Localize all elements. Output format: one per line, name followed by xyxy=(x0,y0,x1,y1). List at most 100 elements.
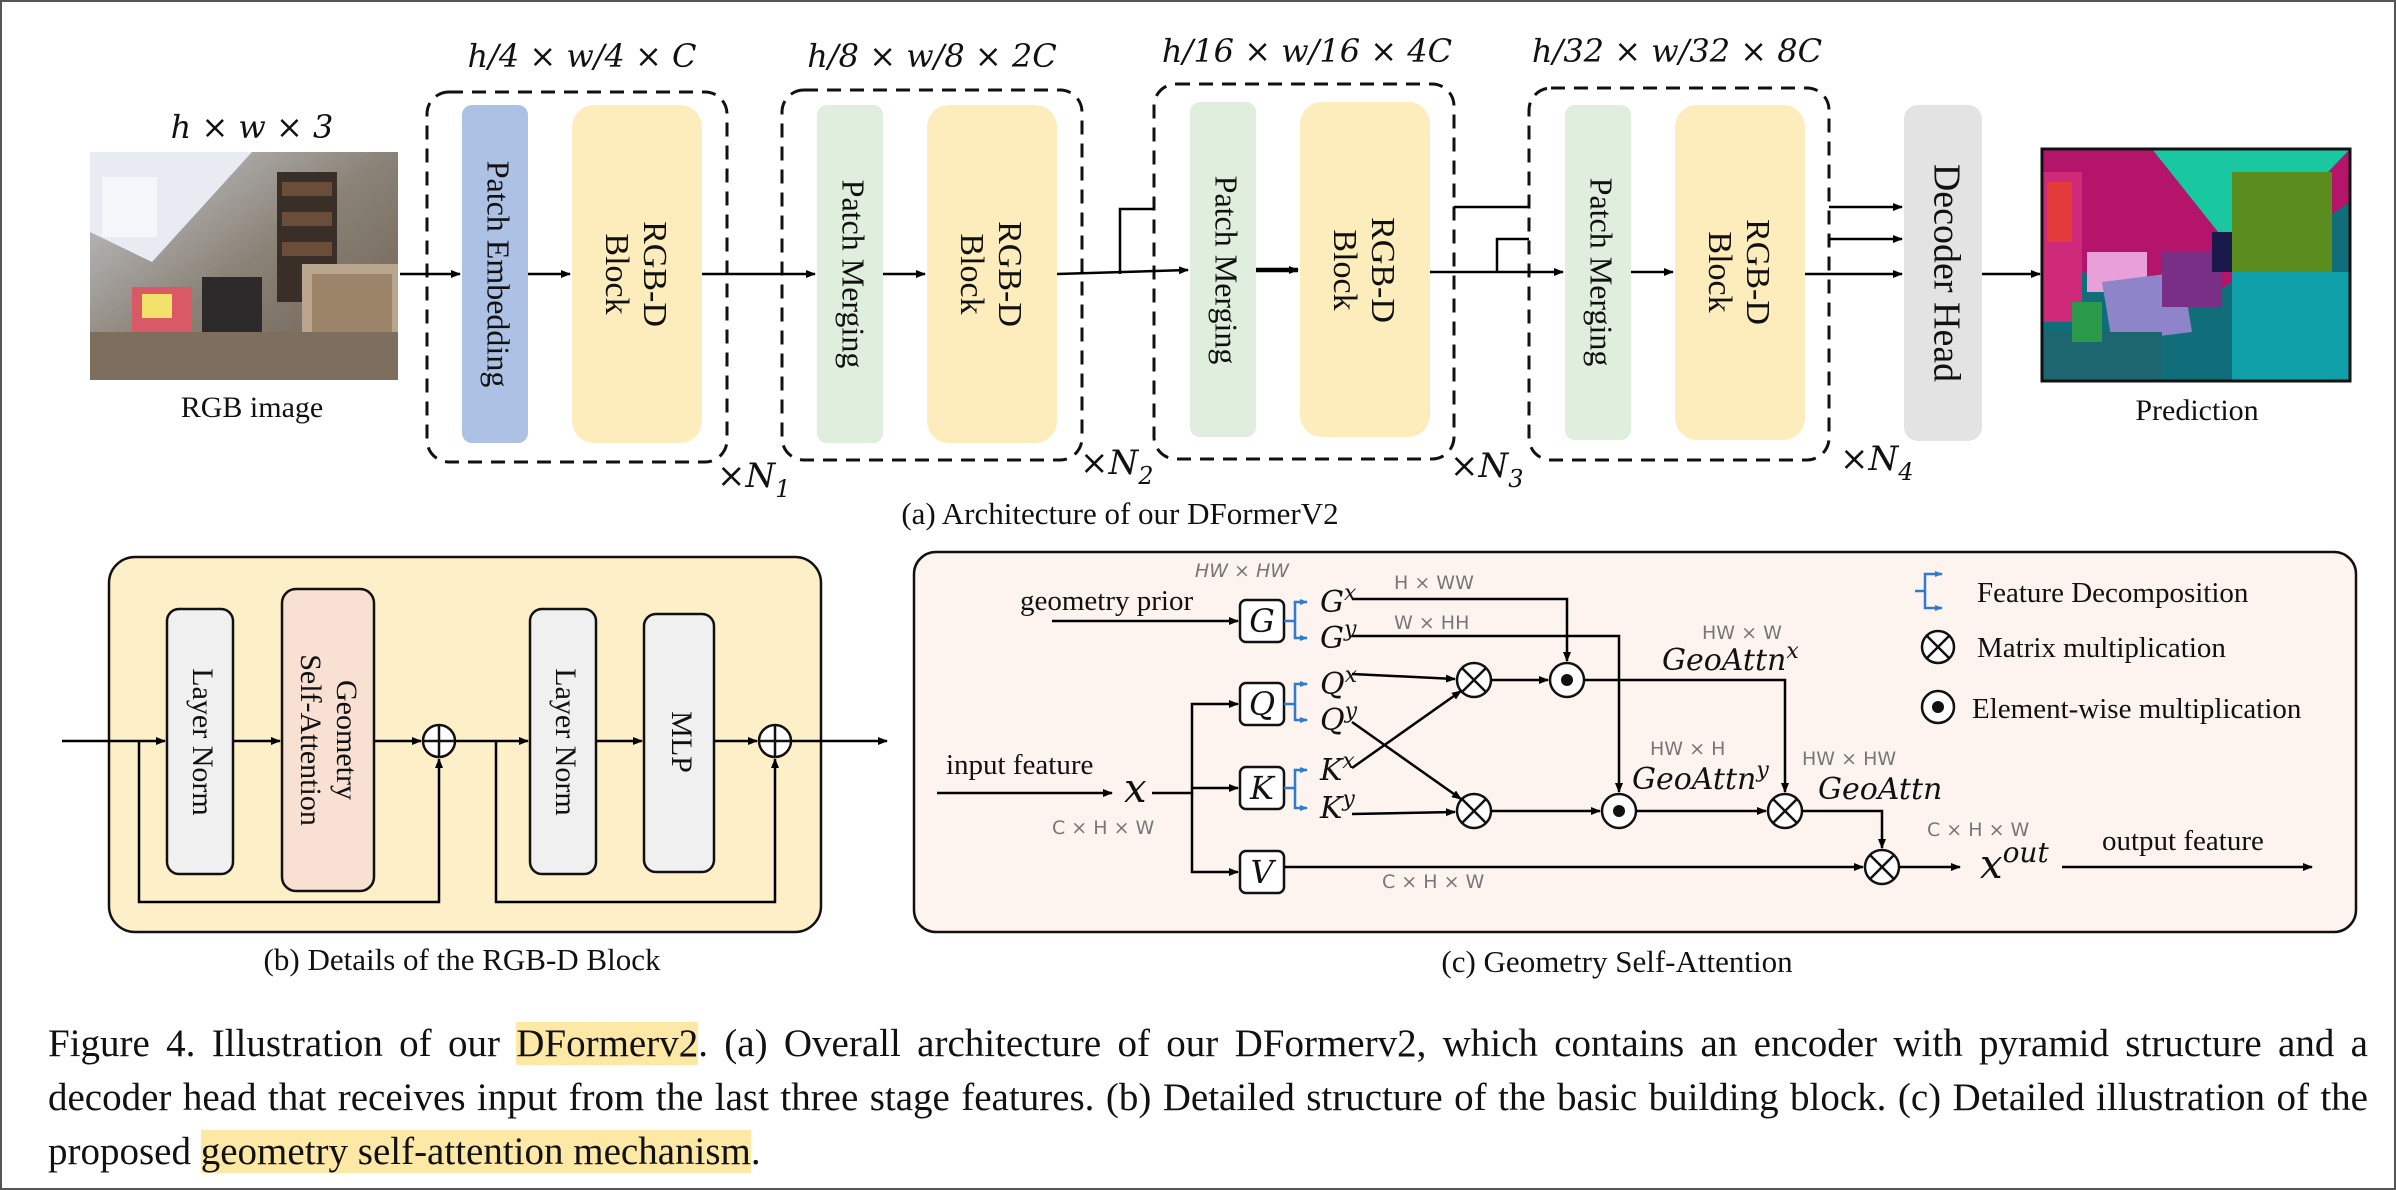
patch-embedding-label: Patch Embedding xyxy=(481,161,517,388)
stage1-box xyxy=(425,90,729,464)
panel-c-bg xyxy=(912,550,2358,934)
dim-chw-v: C × H × W xyxy=(1382,871,1485,893)
stage2-rgbd-line1: RGB-D xyxy=(991,221,1028,327)
x-label: x xyxy=(1124,766,1147,812)
stage3-dims: h/16 × w/16 × 4C xyxy=(1162,32,1452,70)
feature-decomposition-brackets xyxy=(1284,599,1308,811)
stage1-rgbd-line1: RGB-D xyxy=(636,221,673,327)
prediction-label: Prediction xyxy=(2135,394,2258,427)
caption-highlight-dformerv2: DFormerv2 xyxy=(516,1022,699,1065)
stage1-dims: h/4 × w/4 × C xyxy=(467,37,696,75)
matmul-node-bottom xyxy=(1455,792,1493,830)
legend-decomp-label: Feature Decomposition xyxy=(1977,577,2249,609)
repeat-n3: ×N3 xyxy=(1450,446,1524,493)
elementwise-node-top xyxy=(1548,661,1586,699)
v-box xyxy=(1238,849,1286,895)
matmul-node-output xyxy=(1863,848,1901,886)
gsa-arrows xyxy=(937,597,2313,876)
v-label: V xyxy=(1250,853,1276,891)
stage1-rgbd-line2: Block xyxy=(598,233,635,314)
caption-highlight-gsa: geometry self-attention mechanism xyxy=(200,1130,751,1173)
stage4-rgbd-block xyxy=(1675,105,1805,440)
architecture-diagram: h × w × 3 RGB image h/4 × w/4 × C Patch … xyxy=(90,32,2352,531)
caption-c: (c) Geometry Self-Attention xyxy=(1441,944,1793,979)
prediction-image xyxy=(2042,149,2350,381)
dim-hw-hw: HW × HW xyxy=(1802,748,1896,770)
stage4-dims: h/32 × w/32 × 8C xyxy=(1532,32,1822,70)
geo-attn-y-label: GeoAttny xyxy=(1632,758,1769,797)
legend-decomp-icon xyxy=(1915,571,1943,611)
decoder-head-label: Decoder Head xyxy=(1925,164,1967,382)
dim-hw-hw-top: HW × HW xyxy=(1195,560,1290,582)
legend-elemwise-label: Element-wise multiplication xyxy=(1972,693,2302,725)
k-label: K xyxy=(1249,769,1276,807)
stage2-patch-merging-label: Patch Merging xyxy=(836,180,872,369)
architecture-arrows xyxy=(400,203,2041,278)
add-node-2 xyxy=(757,723,793,759)
figure-caption: Figure 4. Illustration of our DFormerv2.… xyxy=(48,1017,2368,1179)
stage4-rgbd-line1: RGB-D xyxy=(1739,219,1776,325)
legend-matmul-icon xyxy=(1920,629,1956,665)
gsa-label-line1: Geometry xyxy=(330,680,363,800)
qx-label: Qx xyxy=(1320,663,1358,702)
stage3-rgbd-line1: RGB-D xyxy=(1364,217,1401,323)
g-label: G xyxy=(1249,602,1275,640)
stage3-patch-merging xyxy=(1190,102,1256,437)
stage4-box xyxy=(1527,86,1831,462)
x-out-label: xout xyxy=(1980,836,2049,888)
repeat-n2: ×N2 xyxy=(1080,443,1154,490)
stage4-patch-merging-label: Patch Merging xyxy=(1584,178,1620,367)
rgbd-block-diagram: Layer Norm Geometry Self-Attention Layer… xyxy=(62,555,888,977)
caption-part1: Figure 4. Illustration of our xyxy=(48,1022,517,1065)
geometry-self-attention-diagram: G Q K V Gx Gy Qx Qy Kx Ky geometry prior… xyxy=(912,550,2358,979)
stage1-rgbd-block xyxy=(572,105,702,443)
stage4-rgbd-line2: Block xyxy=(1701,231,1738,312)
rgbd-block-arrows xyxy=(62,737,888,904)
repeat-n4: ×N4 xyxy=(1840,439,1914,486)
geo-attn-label: GeoAttn xyxy=(1818,772,1942,807)
layer-norm-2-label: Layer Norm xyxy=(549,668,582,815)
stage2-dims: h/8 × w/8 × 2C xyxy=(807,37,1056,75)
dim-hw-h: HW × H xyxy=(1650,738,1725,760)
geometry-prior-label: geometry prior xyxy=(1020,585,1193,617)
stage3-patch-merging-label: Patch Merging xyxy=(1209,176,1245,365)
input-dims: h × w × 3 xyxy=(171,108,334,146)
stage4-patch-merging xyxy=(1565,105,1631,440)
kx-label: Kx xyxy=(1319,749,1355,788)
geo-attn-x-label: GeoAttnx xyxy=(1662,639,1799,678)
caption-part3: . xyxy=(750,1130,761,1173)
matmul-node-combine xyxy=(1766,792,1804,830)
caption-a: (a) Architecture of our DFormerV2 xyxy=(901,496,1338,531)
ky-label: Ky xyxy=(1319,787,1355,826)
dim-hw-w: HW × W xyxy=(1702,622,1782,644)
output-feature-label: output feature xyxy=(2102,825,2264,857)
decoder-head-block xyxy=(1904,105,1982,441)
patch-embedding-block xyxy=(462,105,528,443)
legend: Feature Decomposition Matrix multiplicat… xyxy=(1915,571,2302,725)
dim-w-hh: W × HH xyxy=(1394,612,1469,634)
qy-label: Qy xyxy=(1320,699,1358,738)
stage3-rgbd-line2: Block xyxy=(1326,229,1363,310)
layer-norm-1-label: Layer Norm xyxy=(186,668,219,815)
stage2-rgbd-line2: Block xyxy=(953,233,990,314)
q-label: Q xyxy=(1249,685,1275,723)
caption-b: (b) Details of the RGB-D Block xyxy=(264,942,661,977)
legend-matmul-label: Matrix multiplication xyxy=(1977,632,2226,664)
mlp-block xyxy=(642,612,716,874)
gsa-label-line2: Self-Attention xyxy=(294,654,327,826)
caption-part2: . (a) Overall architecture of our DForme… xyxy=(48,1022,2368,1173)
stage2-patch-merging xyxy=(817,105,883,443)
legend-elemwise-icon xyxy=(1920,689,1956,725)
stage3-rgbd-block xyxy=(1300,102,1430,437)
rgb-image xyxy=(90,152,398,380)
input-label: RGB image xyxy=(181,391,324,424)
stage2-rgbd-block xyxy=(927,105,1057,443)
mlp-label: MLP xyxy=(665,711,698,773)
add-node-1 xyxy=(421,723,457,759)
input-feature-label: input feature xyxy=(946,749,1093,781)
dim-chw-in: C × H × W xyxy=(1052,817,1155,839)
prediction-border xyxy=(2040,147,2352,383)
repeat-n1: ×N1 xyxy=(717,456,791,503)
